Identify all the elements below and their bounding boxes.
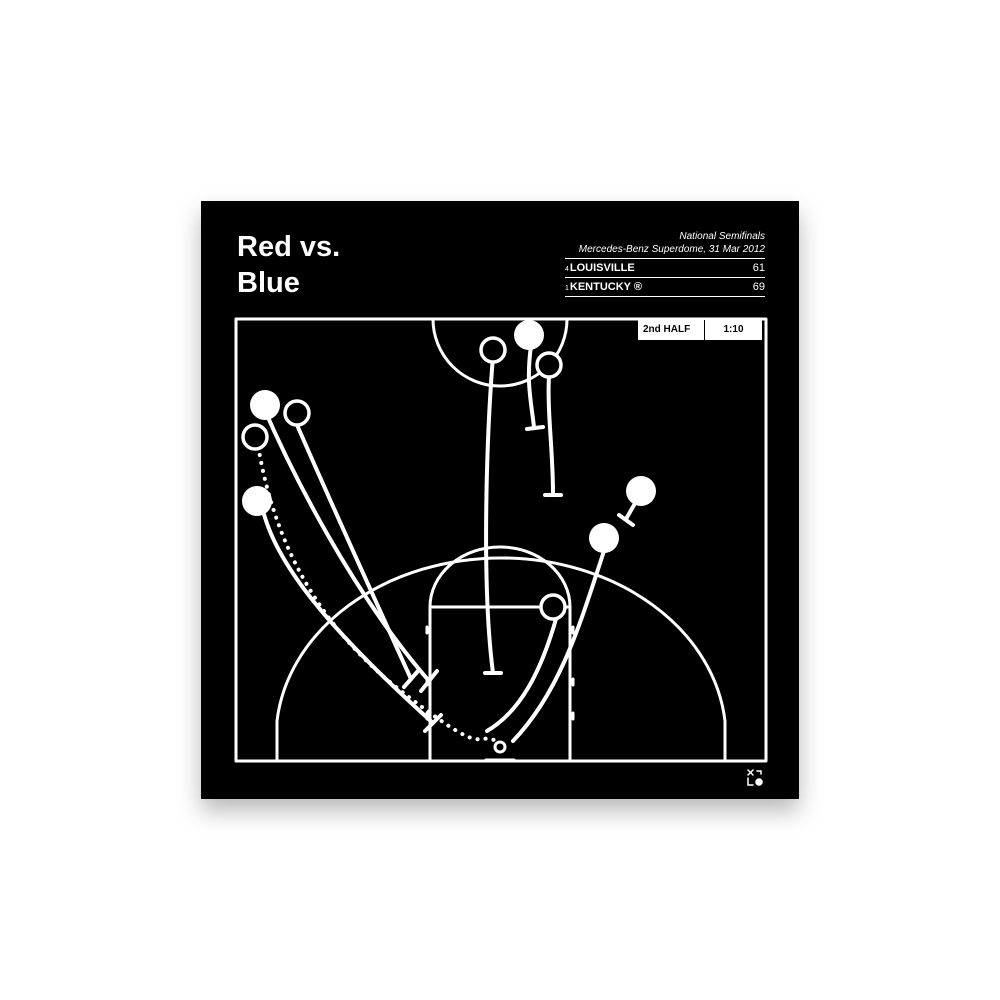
offense-player [589, 523, 619, 553]
three-point-line [275, 556, 727, 763]
screen-marker [423, 713, 443, 733]
team-row-away: 4 LOUISVILLE 61 [565, 258, 765, 278]
offense-players [242, 320, 656, 553]
team-home: 1 KENTUCKY ® [565, 278, 642, 298]
movement-path [485, 617, 558, 733]
free-throw-circle [428, 545, 572, 609]
player-movement-paths [259, 344, 643, 743]
screen-marker [525, 425, 545, 431]
defense-player [479, 336, 507, 364]
movement-path [546, 374, 555, 495]
defense-players [241, 336, 567, 621]
movement-path [484, 354, 495, 675]
defense-player [539, 593, 567, 621]
brand-logo-icon [747, 769, 763, 786]
team-score: 61 [752, 262, 765, 274]
title-line-1: Red vs. [237, 231, 341, 263]
game-venue-date: Mercedes-Benz Superdome, 31 Mar 2012 [578, 244, 765, 255]
offense-player [626, 476, 656, 506]
screen-marker [419, 669, 439, 693]
screen-markers [402, 425, 635, 733]
offense-player [242, 486, 272, 516]
game-info: National Semifinals Mercedes-Benz Superd… [565, 230, 765, 297]
team-name: KENTUCKY ® [569, 281, 642, 293]
center-circle [431, 317, 569, 388]
basketball-icon [493, 740, 507, 754]
team-seed: 1 [565, 285, 569, 292]
defense-player [241, 423, 269, 451]
court-diagram [234, 317, 768, 763]
defense-player [535, 351, 563, 379]
movement-path [261, 404, 431, 683]
movement-path [289, 409, 413, 681]
defense-player [283, 399, 311, 427]
game-round: National Semifinals [679, 231, 765, 242]
team-seed: 4 [565, 266, 569, 273]
team-name: LOUISVILLE [569, 262, 635, 274]
period-label: 2nd HALF [638, 320, 705, 340]
poster-title: Red vs. Blue [237, 229, 437, 301]
time-remaining: 1:10 [723, 324, 744, 335]
team-away: 4 LOUISVILLE [565, 259, 635, 279]
offense-player [514, 320, 544, 350]
title-line-2: Blue [237, 267, 300, 299]
game-clock: 2nd HALF 1:10 [638, 320, 762, 340]
movement-path [526, 344, 536, 429]
screen-marker [617, 513, 635, 527]
screen-marker [402, 669, 420, 689]
play-poster: Red vs. Blue National Semifinals Mercede… [201, 201, 799, 799]
movement-path [511, 549, 606, 743]
ball-path [255, 437, 499, 743]
offense-player [250, 390, 280, 420]
team-score: 69 [752, 281, 765, 293]
team-row-home: 1 KENTUCKY ® 69 [565, 278, 765, 297]
free-throw-lane [428, 605, 572, 763]
